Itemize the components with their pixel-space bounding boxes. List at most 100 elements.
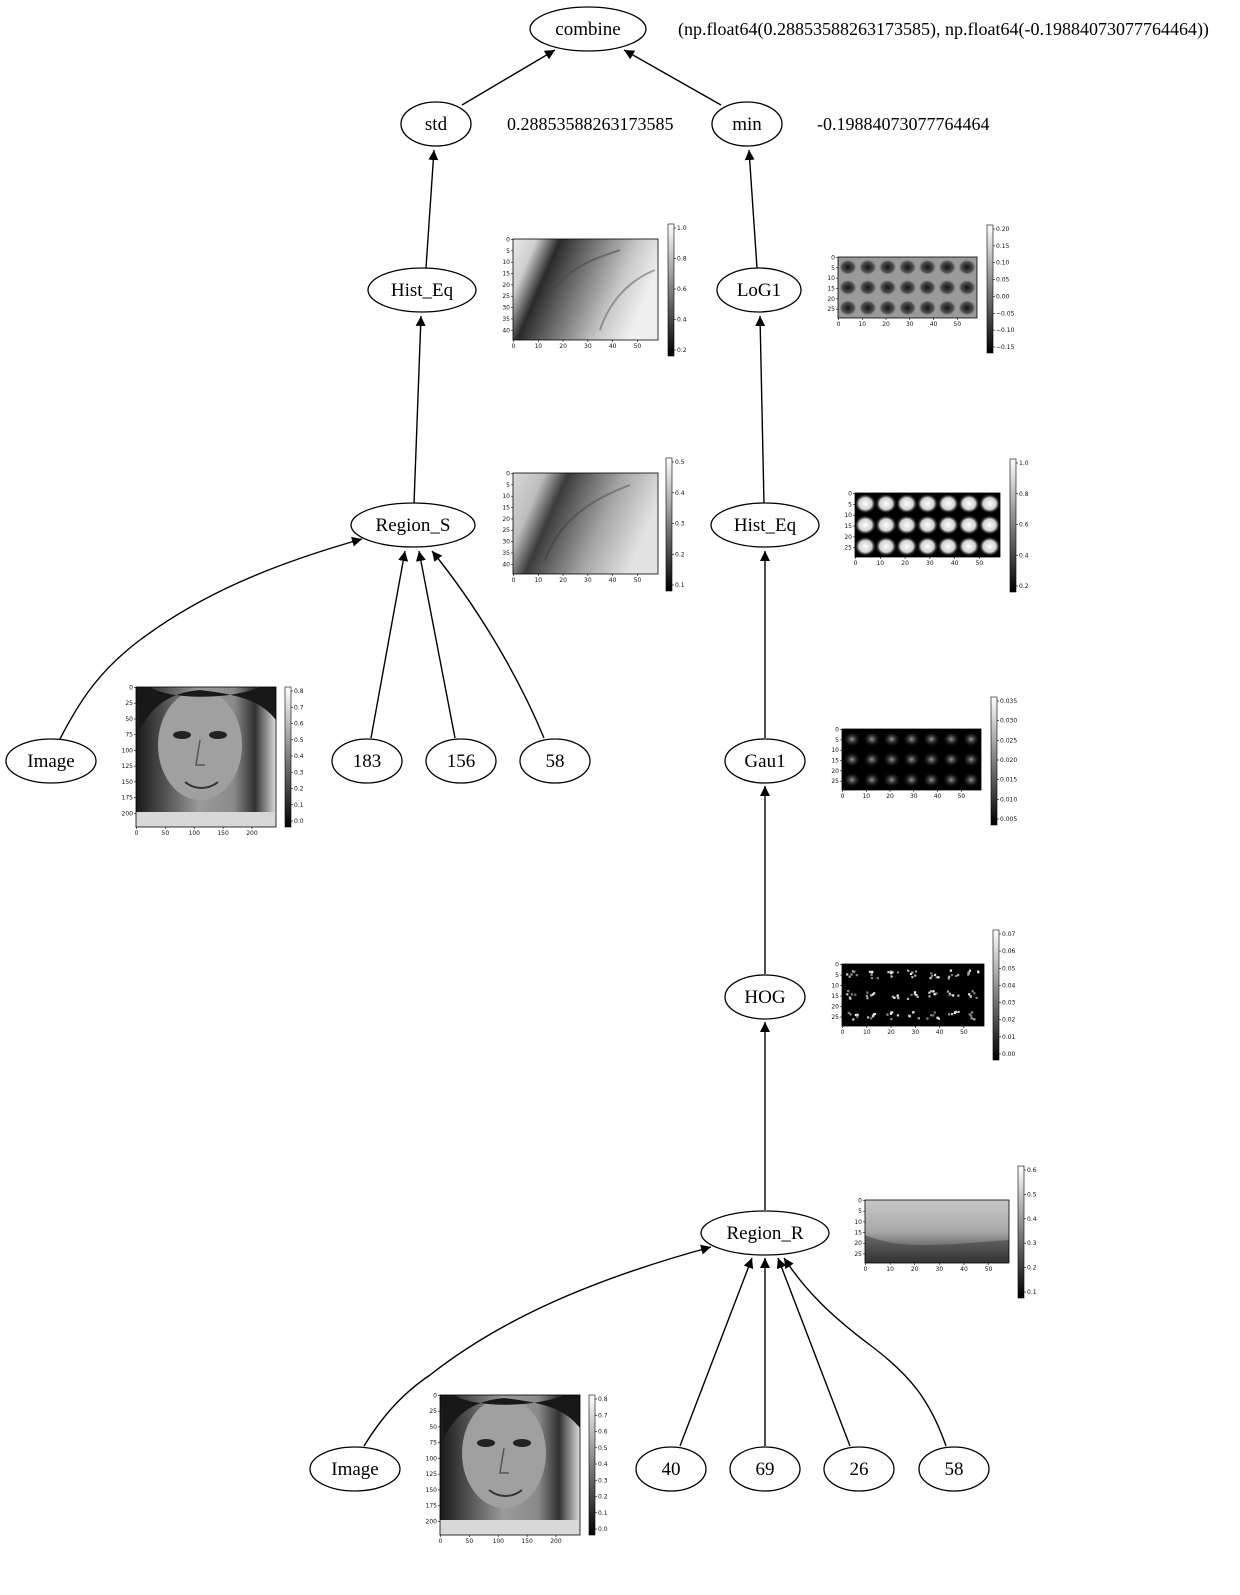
colorbar-tick-label: 0.5 — [675, 459, 685, 466]
y-tick-label: 30 — [502, 539, 510, 546]
texture-dot — [870, 976, 873, 980]
texture-blob — [898, 299, 917, 316]
y-tick-label: 0 — [129, 685, 133, 692]
texture-blob — [875, 515, 898, 535]
y-tick-label: 0 — [506, 237, 510, 244]
texture-blob — [922, 731, 941, 748]
y-tick-label: 5 — [835, 972, 839, 979]
texture-dot — [848, 975, 851, 978]
node-hist-eq-right-label: Hist_Eq — [734, 515, 797, 536]
colorbar-tick-label: 0.01 — [1002, 1034, 1016, 1041]
texture-dot — [951, 1013, 954, 1016]
texture-blob — [962, 751, 981, 768]
y-tick-label: 25 — [502, 527, 510, 534]
node-hog: HOG — [724, 974, 806, 1020]
texture-blob — [878, 259, 897, 276]
texture-dot — [933, 973, 937, 976]
thumb-image-top — [135, 686, 292, 828]
colorbar-tick-label: −0.05 — [996, 310, 1015, 317]
y-tick-label: 20 — [831, 768, 839, 775]
edge-histeq-log1 — [755, 315, 766, 505]
texture-dot — [891, 971, 894, 974]
texture-dot — [889, 970, 892, 973]
texture-dot — [926, 1017, 929, 1020]
y-tick-label: 10 — [831, 747, 839, 754]
y-tick-label: 150 — [426, 1487, 438, 1494]
texture-blob — [938, 259, 957, 276]
texture-dot — [890, 1018, 893, 1021]
colorbar-tick-label: 0.8 — [598, 1396, 608, 1403]
texture-dot — [970, 1017, 973, 1020]
colorbar-tick-label: 0.3 — [1027, 1240, 1037, 1247]
texture-blob — [902, 751, 921, 768]
edge-156-regions — [415, 550, 456, 739]
y-tick-label: 5 — [848, 501, 852, 508]
texture-dot — [948, 992, 951, 995]
y-tick-label: 10 — [502, 259, 510, 266]
texture-dot — [928, 995, 931, 998]
y-tick-label: 25 — [429, 1408, 437, 1415]
colorbar-tick-label: 0.10 — [996, 260, 1010, 267]
texture-dot — [928, 991, 931, 994]
texture-dot — [906, 997, 910, 1000]
thumb-gau1 — [841, 696, 998, 826]
y-tick-label: 0 — [835, 962, 839, 969]
x-tick-label: 150 — [217, 830, 229, 837]
x-tick-label: 20 — [886, 793, 894, 800]
x-tick-label: 100 — [493, 1538, 505, 1545]
edge-histeq-std — [425, 149, 439, 269]
colorbar-tick-label: 0.005 — [1000, 816, 1017, 823]
texture-dot — [969, 995, 972, 998]
x-tick-label: 10 — [862, 793, 870, 800]
min-value: -0.19884073077764464 — [817, 114, 990, 134]
x-tick-label: 20 — [887, 1029, 895, 1036]
y-tick-label: 175 — [122, 795, 134, 802]
texture-dot — [955, 974, 958, 978]
texture-dot — [930, 990, 933, 993]
texture-dot — [911, 1011, 915, 1014]
texture-blob — [957, 493, 980, 514]
texture-blob — [916, 536, 939, 557]
thumb-region-r — [864, 1165, 1025, 1299]
texture-dot — [916, 995, 919, 998]
edge-std-combine — [461, 49, 556, 106]
thumb-hist-eq-left — [512, 223, 675, 357]
y-tick-label: 10 — [831, 983, 839, 990]
texture-dot — [889, 1012, 893, 1015]
texture-blob — [875, 493, 898, 514]
node-image-top-label: Image — [27, 751, 74, 772]
texture-dot — [907, 969, 910, 972]
texture-blob — [962, 771, 981, 788]
y-tick-label: 20 — [844, 534, 852, 541]
edge-log1-min — [744, 149, 758, 269]
texture-blob — [938, 299, 957, 316]
edge-183-regions — [370, 550, 409, 739]
colorbar-tick-label: 0.5 — [294, 737, 304, 744]
y-tick-label: 20 — [831, 1004, 839, 1011]
texture-dot — [967, 972, 970, 975]
colorbar-tick-label: 0.6 — [598, 1429, 608, 1436]
x-tick-label: 40 — [936, 1029, 944, 1036]
texture-dot — [910, 993, 913, 996]
texture-dot — [937, 976, 940, 979]
texture-blob — [922, 751, 941, 768]
x-tick-label: 20 — [882, 321, 890, 328]
texture-dot — [891, 1011, 894, 1014]
texture-blob — [842, 751, 861, 768]
texture-dot — [856, 1013, 859, 1016]
colorbar-tick-label: 0.4 — [1027, 1216, 1037, 1223]
colorbar-tick-label: 0.025 — [1000, 737, 1017, 744]
colorbar-tick-label: 0.4 — [598, 1461, 608, 1468]
texture-dot — [930, 972, 933, 975]
edge-40-regionr — [679, 1257, 754, 1447]
node-69: 69 — [729, 1446, 801, 1492]
texture-blob — [842, 771, 861, 788]
texture-dot — [891, 995, 894, 998]
x-tick-label: 50 — [634, 343, 642, 350]
y-tick-label: 5 — [506, 482, 510, 489]
texture-dot — [851, 970, 855, 973]
node-hist-eq-left-label: Hist_Eq — [391, 280, 454, 301]
colorbar-tick-label: 0.05 — [996, 277, 1010, 284]
texture-dot — [871, 993, 874, 996]
